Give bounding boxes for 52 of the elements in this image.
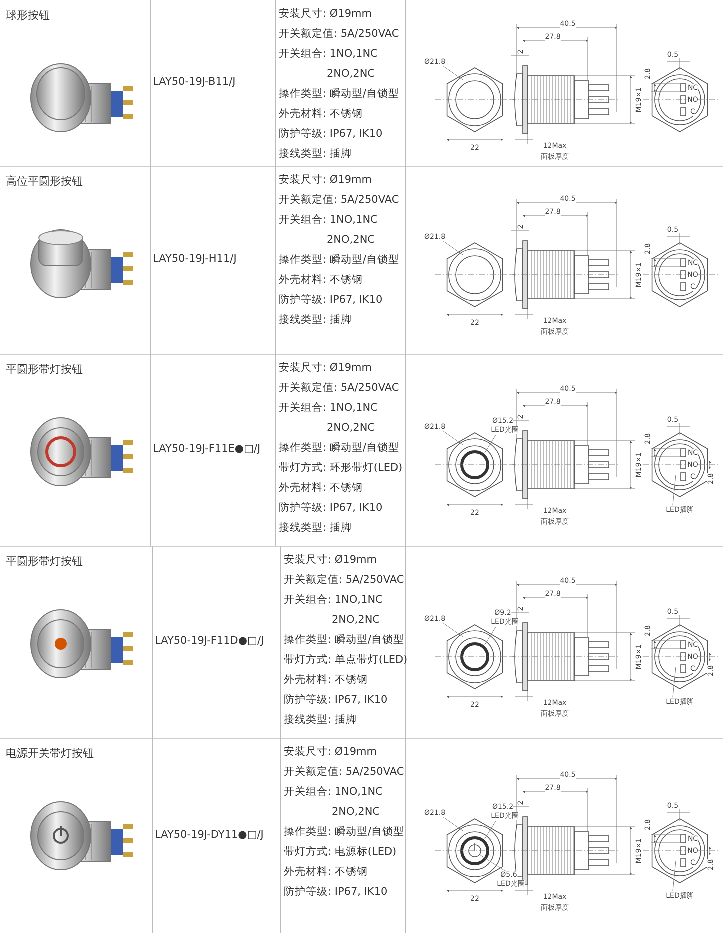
spec-text: 安装尺寸: Ø19mm [284, 745, 377, 760]
spec-text: 开关额定值: 5A/250VAC [279, 193, 400, 208]
spec-text: 2NO,2NC [332, 805, 380, 820]
model-number: LAY50-19J-DY11●□/J [155, 828, 264, 840]
model-number: LAY50-19J-F11E●□/J [153, 443, 261, 455]
spec-text: 安装尺寸: Ø19mm [284, 553, 377, 568]
spec-text: 接线类型: 插脚 [279, 521, 352, 536]
spec-text: 开关组合: 1NO,1NC [279, 213, 378, 228]
spec-text: 接线类型: 插脚 [279, 147, 352, 162]
product-name: 平圆形带灯按钮 [6, 362, 83, 377]
spec-text: 操作类型: 瞬动型/自锁型 [284, 633, 404, 648]
spec-text: 防护等级: IP67, IK10 [279, 293, 383, 308]
spec-text: 接线类型: 插脚 [279, 313, 352, 328]
spec-text: 接线类型: 插脚 [284, 713, 357, 728]
spec-text: 外壳材料: 不锈钢 [284, 673, 368, 688]
spec-text: 2NO,2NC [327, 67, 376, 82]
spec-text: 外壳材料: 不锈钢 [279, 107, 363, 122]
spec-text: 外壳材料: 不锈钢 [279, 273, 363, 288]
model-number: LAY50-19J-B11/J [153, 76, 236, 88]
spec-text: 开关额定值: 5A/250VAC [279, 381, 400, 396]
spec-text: 防护等级: IP67, IK10 [279, 127, 383, 142]
spec-text: 开关额定值: 5A/250VAC [284, 573, 404, 588]
spec-text: 带灯方式: 电源标(LED) [284, 845, 397, 860]
product-name: 高位平圆形按钮 [6, 174, 83, 189]
spec-text: 防护等级: IP67, IK10 [284, 885, 388, 900]
spec-text: 操作类型: 瞬动型/自锁型 [279, 253, 400, 268]
spec-text: 防护等级: IP67, IK10 [284, 693, 388, 708]
spec-text: 带灯方式: 环形带灯(LED) [279, 461, 403, 476]
spec-text: 防护等级: IP67, IK10 [279, 501, 383, 516]
model-number: LAY50-19J-H11/J [153, 253, 237, 265]
spec-text: 安装尺寸: Ø19mm [279, 361, 372, 376]
spec-text: 开关组合: 1NO,1NC [284, 785, 383, 800]
spec-text: 安装尺寸: Ø19mm [279, 7, 372, 22]
product-name: 球形按钮 [6, 8, 50, 23]
spec-text: 安装尺寸: Ø19mm [279, 173, 372, 188]
spec-text: 外壳材料: 不锈钢 [284, 865, 368, 880]
spec-text: 2NO,2NC [332, 613, 380, 628]
product-name: 平圆形带灯按钮 [6, 554, 83, 569]
spec-text: 操作类型: 瞬动型/自锁型 [279, 87, 400, 102]
spec-text: 开关组合: 1NO,1NC [279, 47, 378, 62]
spec-text: 开关组合: 1NO,1NC [284, 593, 383, 608]
spec-text: 开关额定值: 5A/250VAC [279, 27, 400, 42]
spec-text: 2NO,2NC [327, 421, 376, 436]
spec-text: 操作类型: 瞬动型/自锁型 [284, 825, 404, 840]
spec-text: 带灯方式: 单点带灯(LED) [284, 653, 408, 668]
spec-text: 开关额定值: 5A/250VAC [284, 765, 404, 780]
spec-text: 外壳材料: 不锈钢 [279, 481, 363, 496]
spec-text: 2NO,2NC [327, 233, 376, 248]
model-number: LAY50-19J-F11D●□/J [155, 635, 264, 647]
spec-text: 开关组合: 1NO,1NC [279, 401, 378, 416]
spec-text: 操作类型: 瞬动型/自锁型 [279, 441, 400, 456]
product-name: 电源开关带灯按钮 [6, 746, 94, 761]
